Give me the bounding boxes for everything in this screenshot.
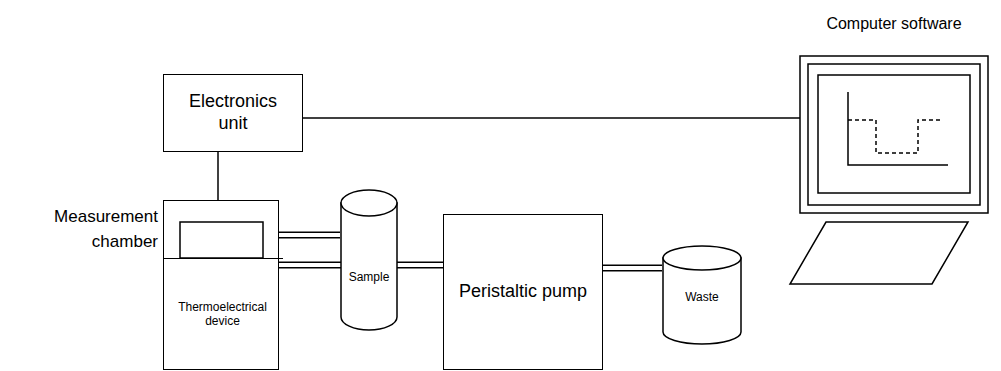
chamber-window xyxy=(180,222,263,258)
pump-box: Peristaltic pump xyxy=(443,214,603,370)
sample-container: Sample xyxy=(340,190,398,331)
process-box: Electronics unit xyxy=(163,74,303,152)
computer-monitor: Computer software xyxy=(800,56,988,213)
tube-connector xyxy=(279,235,340,236)
node-label: Sample xyxy=(340,269,398,286)
node-label: Peristaltic pump xyxy=(459,281,587,303)
node-label: Thermoelectrical device xyxy=(169,300,277,329)
wire-connector xyxy=(303,118,800,119)
node-label: Measurement chamber xyxy=(0,205,158,254)
node-label: Waste xyxy=(662,289,742,306)
monitor xyxy=(800,56,988,213)
node-label: Computer software xyxy=(780,12,1001,35)
device-box: Thermoelectrical device xyxy=(163,258,283,370)
chamber-box: Measurement chamberThermoelectrical devi… xyxy=(163,200,279,370)
node-label: Electronics unit xyxy=(177,91,289,134)
waste-cylinder xyxy=(663,246,741,344)
keyboard xyxy=(790,222,968,284)
waste-container: Waste xyxy=(662,246,742,345)
wire-connector xyxy=(218,152,219,200)
sample-cylinder xyxy=(341,190,397,330)
tube-connector xyxy=(603,268,662,269)
